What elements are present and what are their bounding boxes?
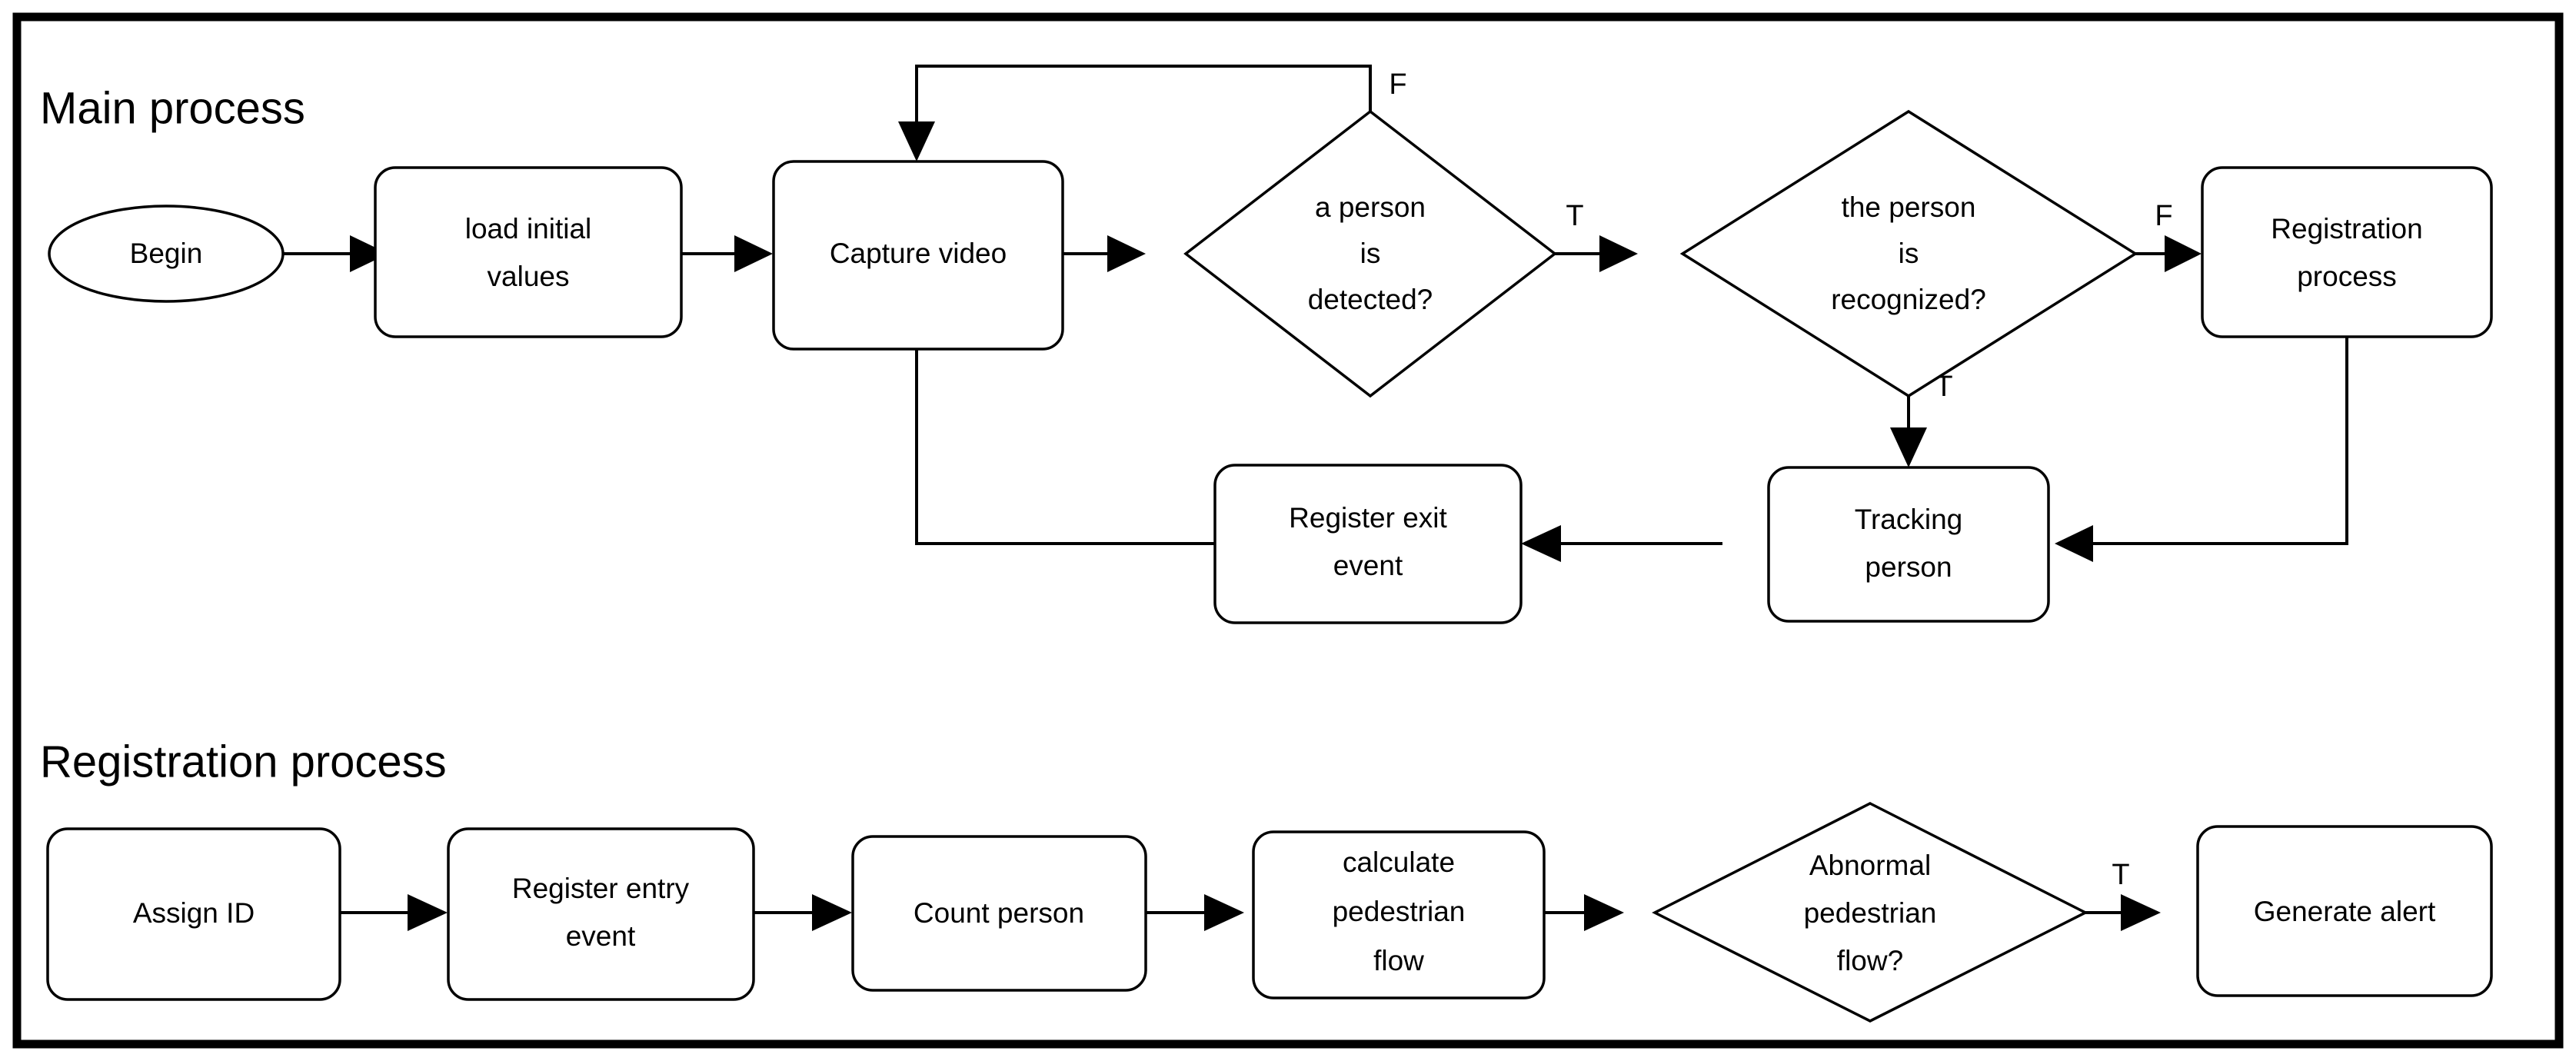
node-calculate-pedestrian-flow[interactable]: calculate pedestrian flow [1252, 830, 1546, 999]
edge-abnormal-true-to-generate-alert: T [2085, 859, 2161, 931]
edge-label-recognized-true: T [1935, 371, 1952, 403]
node-abnormal-flow-label-line2: pedestrian [1804, 897, 1937, 929]
node-abnormal-flow-label-line1: Abnormal [1809, 850, 1931, 881]
node-person-recognized-label-line1: the person [1842, 191, 1976, 223]
node-tracking-person[interactable]: Tracking person [1767, 466, 2050, 623]
node-person-detected-label-line3: detected? [1308, 284, 1433, 315]
edge-load-initial-to-capture [682, 235, 773, 272]
node-tracking-person-label-line1: Tracking [1855, 504, 1963, 535]
node-register-entry-event-label-line1: Register entry [512, 873, 690, 904]
node-assign-id[interactable]: Assign ID [46, 827, 341, 1001]
node-generate-alert-label: Generate alert [2254, 896, 2436, 927]
node-generate-alert[interactable]: Generate alert [2196, 825, 2493, 997]
node-abnormal-flow-label-line3: flow? [1837, 945, 1903, 976]
node-person-detected-label-line2: is [1360, 238, 1381, 269]
node-abnormal-flow-decision[interactable]: Abnormal pedestrian flow? [1652, 802, 2088, 1023]
edge-begin-to-load-initial [283, 235, 388, 272]
edge-detected-false-to-capture: F [898, 65, 1407, 161]
node-person-detected-decision[interactable]: a person is detected? [1183, 109, 1557, 398]
edge-registration-to-tracking [2055, 337, 2348, 562]
node-person-recognized-label-line2: is [1899, 238, 1919, 269]
node-load-initial-values-label-line1: load initial [465, 213, 592, 244]
node-assign-id-label: Assign ID [133, 897, 255, 929]
edge-assign-id-to-register-entry [340, 894, 448, 931]
main-process-title: Main process [40, 83, 305, 133]
node-register-exit-event-label-line2: event [1333, 550, 1403, 581]
node-register-entry-event-label-line2: event [566, 920, 636, 952]
node-load-initial-values-label-line2: values [488, 261, 570, 292]
node-capture-video[interactable]: Capture video [772, 160, 1064, 351]
node-count-person[interactable]: Count person [851, 835, 1147, 992]
node-tracking-person-label-line2: person [1865, 551, 1952, 583]
edge-label-abnormal-true: T [2112, 859, 2129, 891]
node-person-detected-label-line1: a person [1315, 191, 1426, 223]
node-calculate-pedestrian-flow-label-line2: pedestrian [1333, 896, 1466, 927]
node-count-person-label: Count person [914, 897, 1084, 929]
node-register-exit-event[interactable]: Register exit event [1213, 464, 1523, 624]
edge-label-detected-false: F [1389, 68, 1406, 101]
node-person-recognized-label-line3: recognized? [1831, 284, 1986, 315]
edge-calc-flow-to-abnormal [1544, 894, 1624, 931]
node-begin[interactable]: Begin [48, 205, 285, 303]
node-registration-process-label-line2: process [2297, 261, 2397, 292]
registration-process-title: Registration process [40, 737, 447, 787]
edge-label-recognized-false: F [2155, 200, 2172, 232]
node-registration-process-label-line1: Registration [2271, 213, 2422, 244]
node-register-exit-event-label-line1: Register exit [1289, 502, 1447, 534]
edge-capture-to-detected [1063, 235, 1146, 272]
node-person-recognized-decision[interactable]: the person is recognized? [1679, 109, 2138, 398]
node-register-entry-event[interactable]: Register entry event [447, 827, 755, 1001]
edge-register-entry-to-count-person [754, 894, 852, 931]
edge-tracking-to-register-exit [1521, 525, 1722, 562]
node-load-initial-values[interactable]: load initial values [374, 166, 683, 338]
node-begin-label: Begin [130, 238, 203, 269]
edge-detected-true-to-recognized: T [1555, 200, 1638, 272]
edge-recognized-false-to-registration: F [2135, 200, 2202, 272]
edge-label-detected-true: T [1566, 200, 1583, 232]
edge-count-person-to-calc-flow [1146, 894, 1244, 931]
node-registration-process[interactable]: Registration process [2201, 166, 2493, 338]
node-calculate-pedestrian-flow-label-line1: calculate [1343, 846, 1455, 878]
node-calculate-pedestrian-flow-label-line3: flow [1373, 945, 1424, 976]
node-capture-video-label: Capture video [830, 238, 1007, 269]
